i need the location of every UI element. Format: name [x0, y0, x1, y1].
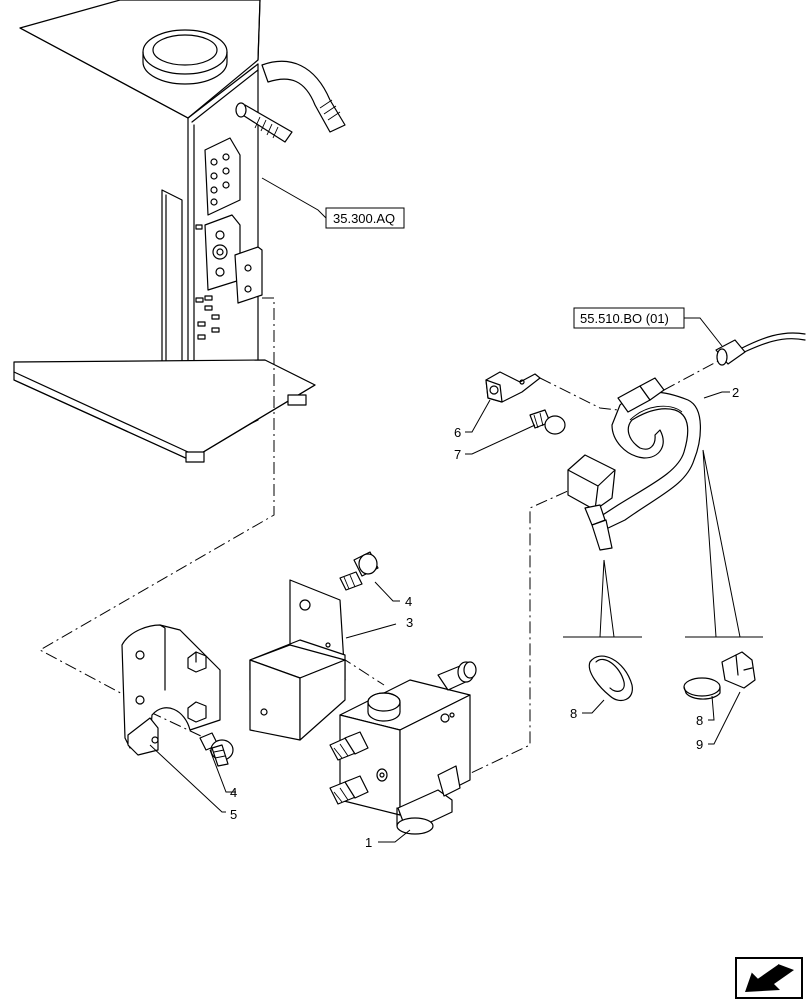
ref-box-harness[interactable]: 55.510.BO (01): [573, 307, 723, 347]
assembly-line-harness: [539, 377, 619, 411]
harness-connector: [715, 332, 806, 366]
next-page-arrow-icon[interactable]: [735, 957, 803, 999]
assembly-line-plate: [321, 644, 385, 686]
cable-bracket: [485, 371, 541, 403]
hydraulic-tank: [13, 0, 346, 463]
ref-label-harness: 55.510.BO (01): [580, 311, 669, 326]
mounting-plate: [249, 579, 346, 741]
callout-9: 9: [696, 737, 703, 752]
bolt-4-lower: [199, 732, 234, 767]
wiring-harness: [567, 377, 701, 551]
assembly-line-connector: [451, 489, 571, 783]
callout-8-right: 8: [696, 713, 703, 728]
callout-8-left: 8: [570, 706, 577, 721]
ref-label-tank: 35.300.AQ: [333, 211, 395, 226]
callout-4-upper: 4: [405, 594, 412, 609]
callout-5: 5: [230, 807, 237, 822]
callout-4-lower: 4: [230, 785, 237, 800]
harness-clips: [563, 449, 763, 702]
valve-block: [329, 661, 477, 835]
bolt-4-upper: [339, 551, 379, 591]
callout-6: 6: [454, 425, 461, 440]
screw-7: [529, 409, 566, 435]
ref-box-tank[interactable]: 35.300.AQ: [261, 177, 405, 229]
assembly-line-plug: [663, 359, 721, 391]
callout-2: 2: [732, 385, 739, 400]
callout-7: 7: [454, 447, 461, 462]
leader-lines: [149, 391, 741, 843]
callout-1: 1: [365, 835, 372, 850]
assembly-line-bracket: [149, 711, 221, 746]
callout-3: 3: [406, 615, 413, 630]
bracket-5: [121, 624, 221, 756]
